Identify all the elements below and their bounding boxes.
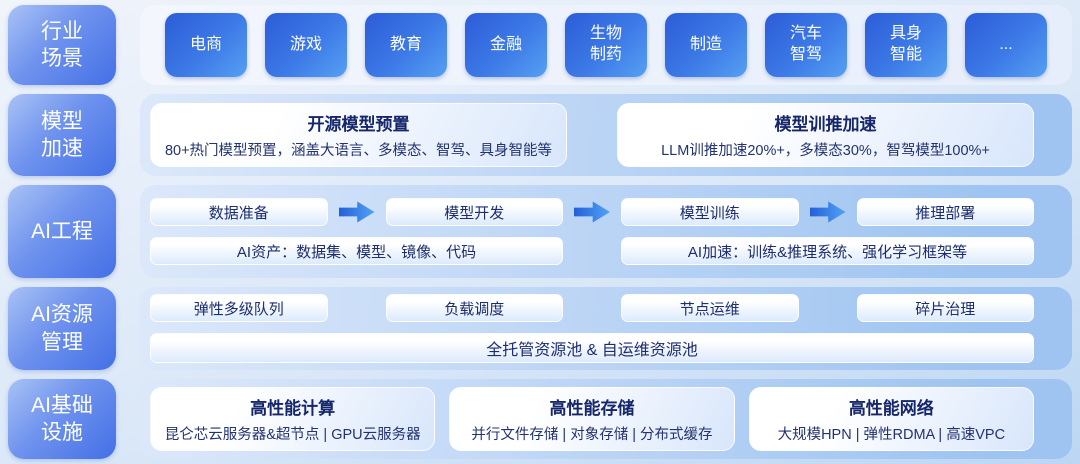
ai-infrastructure-band: 高性能计算 昆仑芯云服务器&超节点 | GPU云服务器 高性能存储 并行文件存储… [140,379,1072,459]
card-hp-storage: 高性能存储 并行文件存储 | 对象存储 | 分布式缓存 [449,387,735,451]
row-ai-engineering: AI工程 数据准备 模型开发 模型训练 推理部署 AI资产：数据集、模型、镜像、… [8,185,1072,278]
pill-elastic-multilevel-queue: 弹性多级队列 [150,294,328,322]
scenario-chip-finance: 金融 [465,13,547,77]
right-arrow-icon [809,201,846,223]
pill-node-ops: 节点运维 [621,294,799,322]
card-desc: 并行文件存储 | 对象存储 | 分布式缓存 [471,427,713,443]
scenario-chip-manufacturing: 制造 [665,13,747,77]
row-label-industry-scenarios: 行业 场景 [8,5,116,85]
row-label-model-acceleration: 模型 加速 [8,94,116,176]
model-acceleration-band: 开源模型预置 80+热门模型预置，涵盖大语言、多模态、智驾、具身智能等 模型训推… [140,94,1072,176]
row-label-ai-infrastructure: AI基础 设施 [8,379,116,459]
pill-fragment-governance: 碎片治理 [856,294,1034,322]
card-desc: 80+热门模型预置，涵盖大语言、多模态、智驾、具身智能等 [164,143,553,159]
row-label-ai-resource-management: AI资源 管理 [8,287,116,370]
scenario-chip-biopharma: 生物 制药 [565,13,647,77]
row-ai-infrastructure: AI基础 设施 高性能计算 昆仑芯云服务器&超节点 | GPU云服务器 高性能存… [8,379,1072,459]
resource-banner-row: 全托管资源池 & 自运维资源池 [150,333,1034,363]
card-title: 模型训推加速 [774,115,877,134]
right-arrow-icon [338,201,375,223]
card-train-infer-acceleration: 模型训推加速 LLM训推加速20%+，多模态30%，智驾模型100%+ [617,103,1034,167]
flow-step-data-preparation: 数据准备 [150,198,328,226]
card-desc: LLM训推加速20%+，多模态30%，智驾模型100%+ [661,143,990,159]
card-desc: 昆仑芯云服务器&超节点 | GPU云服务器 [164,427,421,443]
scenario-chip-embodied-ai: 具身 智能 [865,13,947,77]
flow-step-model-development: 模型开发 [385,198,563,226]
pipeline-flow: 数据准备 模型开发 模型训练 推理部署 [150,198,1034,226]
pill-load-scheduling: 负载调度 [385,294,563,322]
resource-pills: 弹性多级队列 负载调度 节点运维 碎片治理 [150,294,1034,322]
card-hpc-compute: 高性能计算 昆仑芯云服务器&超节点 | GPU云服务器 [150,387,436,451]
scenario-chip-gaming: 游戏 [265,13,347,77]
right-arrow-icon [574,201,610,223]
row-label-ai-engineering: AI工程 [8,185,116,278]
banner-ai-acceleration: AI加速：训练&推理系统、强化学习框架等 [621,237,1034,265]
card-title: 高性能网络 [848,399,934,418]
card-open-source-models: 开源模型预置 80+热门模型预置，涵盖大语言、多模态、智驾、具身智能等 [150,103,567,167]
banner-resource-pools: 全托管资源池 & 自运维资源池 [150,333,1034,363]
scenario-chip-more: ... [965,13,1047,77]
flow-step-inference-deployment: 推理部署 [856,198,1034,226]
scenario-chip-ecommerce: 电商 [165,13,247,77]
ai-resource-band: 弹性多级队列 负载调度 节点运维 碎片治理 全托管资源池 & 自运维资源池 [140,287,1072,370]
industry-scenarios-band: 电商 游戏 教育 金融 生物 制药 制造 汽车 智驾 具身 智能 ... [140,5,1072,85]
card-title: 高性能存储 [549,399,635,418]
engineering-banners: AI资产：数据集、模型、镜像、代码 AI加速：训练&推理系统、强化学习框架等 [150,237,1034,265]
row-model-acceleration: 模型 加速 开源模型预置 80+热门模型预置，涵盖大语言、多模态、智驾、具身智能… [8,94,1072,176]
scenario-chip-education: 教育 [365,13,447,77]
card-hp-network: 高性能网络 大规模HPN | 弹性RDMA | 高速VPC [748,387,1034,451]
row-industry-scenarios: 行业 场景 电商 游戏 教育 金融 生物 制药 制造 汽车 智驾 具身 智能 .… [8,5,1072,85]
flow-step-model-training: 模型训练 [621,198,799,226]
ai-engineering-band: 数据准备 模型开发 模型训练 推理部署 AI资产：数据集、模型、镜像、代码 AI… [140,185,1072,278]
card-desc: 大规模HPN | 弹性RDMA | 高速VPC [777,427,1006,443]
row-ai-resource-management: AI资源 管理 弹性多级队列 负载调度 节点运维 碎片治理 全托管资源池 & 自… [8,287,1072,370]
banner-ai-assets: AI资产：数据集、模型、镜像、代码 [150,237,563,265]
card-title: 开源模型预置 [307,115,410,134]
scenario-chip-auto-driving: 汽车 智驾 [765,13,847,77]
card-title: 高性能计算 [250,399,336,418]
